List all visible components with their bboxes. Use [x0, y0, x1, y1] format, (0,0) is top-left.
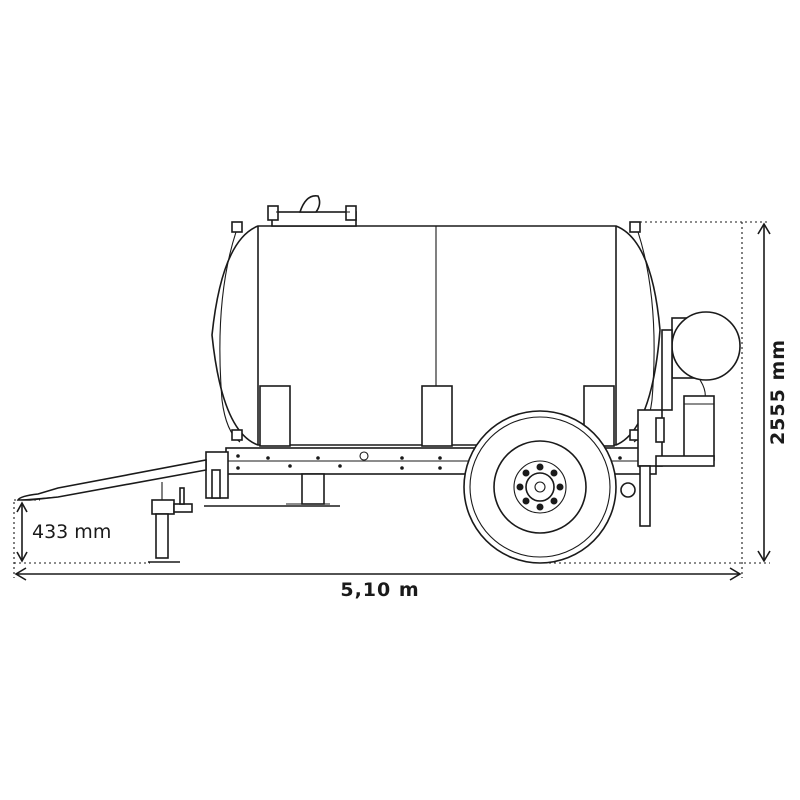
water-tank	[211, 221, 661, 446]
drawbar-height-label: 433 mm	[32, 521, 111, 543]
underframe-step	[204, 473, 340, 507]
drawbar	[16, 459, 207, 501]
tank-saddles	[259, 385, 615, 447]
height-dimension	[544, 221, 771, 564]
tank-lid	[267, 195, 357, 227]
rear-valve-assembly	[620, 329, 715, 527]
overall-height-label: 2555 mm	[767, 339, 789, 445]
rear-pump	[683, 395, 715, 461]
front-hitch-bracket	[205, 451, 229, 499]
jack-stand	[148, 482, 193, 563]
wheel	[463, 410, 617, 564]
length-dimension	[13, 222, 743, 581]
overall-length-label: 5,10 m	[340, 579, 419, 601]
rear-reel	[671, 311, 741, 405]
drawbar-height-dimension	[14, 499, 150, 564]
